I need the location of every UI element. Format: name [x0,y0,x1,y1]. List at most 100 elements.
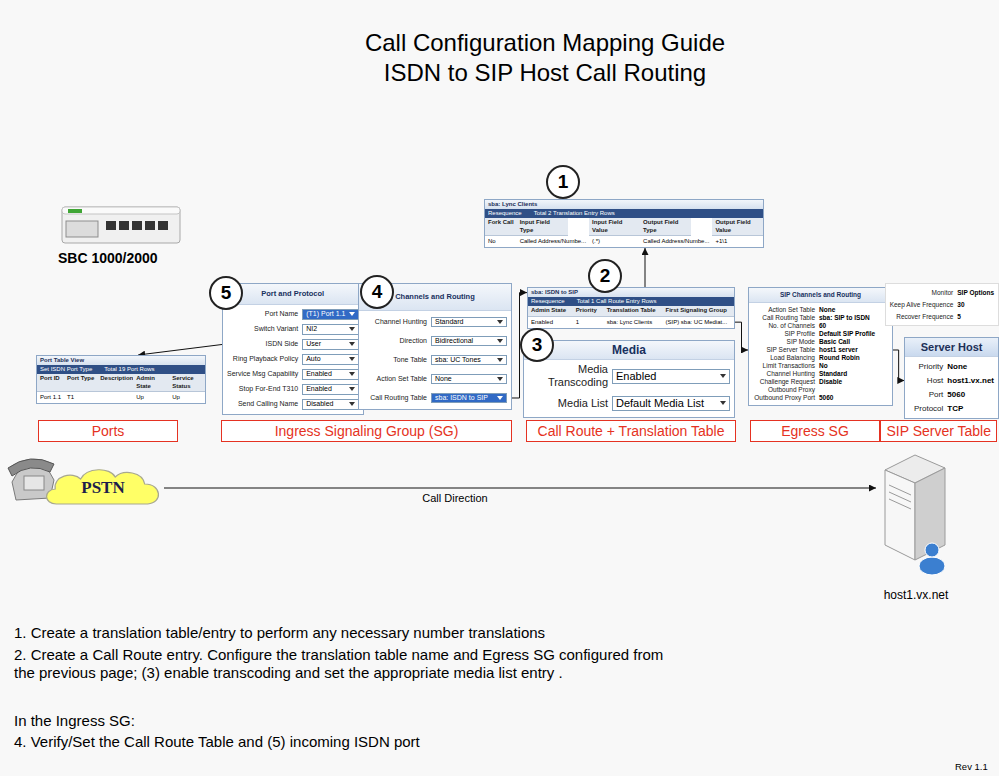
toolbar-text: Set ISDN Port Type [40,366,92,373]
device-top [62,207,180,214]
phone-icon [8,459,54,500]
callout-circle: 1 [546,165,580,199]
callout-circle: 4 [360,275,394,309]
note-text: 4. Verify/Set the Call Route Table and (… [14,733,814,751]
callout-number: 3 [522,330,552,360]
table-toolbar: Set ISDN Port Type Total 19 Port Rows [37,365,205,374]
connector [645,248,646,287]
panel-title: Server Host [905,338,998,357]
callout-number: 1 [548,167,578,197]
form-grid: Media TranscodingEnabledMedia ListDefaul… [524,360,734,417]
table-cell: (SIP) sba: UC Mediat... [662,317,734,328]
field-value: TCP [947,404,994,414]
server-slot [889,499,911,509]
device-logo [68,209,82,213]
note-text: In the Ingress SG: [14,712,614,730]
device-port [132,221,142,230]
table-cell: No [485,236,517,247]
table-grid: Fork CallInput Field TypeInput Field Val… [485,218,763,247]
note-text: 2. Create a Call Route entry. Configure … [14,646,664,682]
field-label: Challenge Request [753,378,815,386]
user-body [919,557,945,575]
callout-circle: 2 [588,259,622,293]
server-front [885,470,915,560]
field-label: Channel Hunting [753,370,815,378]
field-label: Limit Transactions [753,362,815,370]
field-label: SIP Profile [753,330,815,338]
section-label: SIP Server Table [886,421,991,441]
sbc-device [62,207,180,243]
table-cell: Called Address/Numbe... [517,236,589,247]
table-cell: (.*) [589,236,640,247]
field-value: Disable [819,378,888,386]
screen-panel: Channels and RoutingChannel HuntingStand… [358,283,512,410]
table-toolbar: ResequenceTotal 1 Call Route Entry Rows [528,297,734,306]
field-value: None [947,362,994,372]
screen-panel: Server HostPriorityNoneHosthost1.vx.netP… [904,337,999,419]
column-header: Fork Call [485,218,517,235]
field-value: No [819,362,888,370]
field-label: Protocol [909,404,943,414]
server-host: host1.vx.net [876,452,956,602]
note-text: 1. Create a translation table/entry to p… [14,624,914,642]
panel-title: Port Table View [37,356,205,365]
section-label: Egress SG [756,421,874,441]
panel-title: Media [524,341,734,360]
toolbar-text: Resequence [531,298,565,305]
field-label: Monitor [890,289,954,297]
server-icon [885,455,945,575]
field-value: 60 [819,322,888,330]
field-label: Port [909,390,943,400]
field-label: No. of Channels [753,322,815,330]
column-header: Output Field Value [712,218,763,235]
field-label: Call Routing Table [753,314,815,322]
callout-number: 2 [590,261,620,291]
field-value: Enabled [302,369,358,379]
server-side [915,468,945,560]
field-label: Recover Frequence [890,313,954,321]
field-label: Action Set Table [753,306,815,314]
field-label: Outbound Proxy Port [753,394,815,402]
field-value: Standard [819,370,888,378]
screen-panel: sba: ISDN to SIPResequenceTotal 1 Call R… [527,287,735,329]
device-port [158,221,168,230]
table-grid: Port IDPort TypeDescriptionAdmin StateSe… [37,374,205,403]
pstn-cloud: PSTN [42,466,164,510]
field-label: Direction [363,337,427,345]
column-header: Port ID [37,374,64,391]
toolbar-text: Total 19 Port Rows [104,366,154,373]
field-value: Bidirectional [431,336,507,346]
screen-panel: Port Table ViewSet ISDN Port Type Total 1… [36,355,206,404]
connector [138,344,222,355]
section-box: Ingress Signaling Group (SG) [221,420,512,442]
section-box: Call Route + Translation Table [526,420,736,442]
table-cell: T1 [64,392,97,403]
field-label: Service Msg Capability [227,370,298,378]
field-label: SIP Server Table [753,346,815,354]
table-cell: Called Address/Numbe... [640,236,712,247]
panel-title: Channels and Routing [359,284,511,311]
field-label: Send Calling Name [227,400,298,408]
column-header: Output Field Type [640,218,691,235]
field-value: sba: ISDN to SIP [431,393,507,403]
form-grid: Action Set TableNoneCall Routing Tablesb… [749,303,892,405]
panel-title: SIP Channels and Routing [749,288,892,303]
field-label: Stop For-End T310 [227,385,298,393]
table-cell: +1\1 [712,236,763,247]
table-cell: Port 1.1 [37,392,64,403]
note-text: Rev 1.1 [955,761,988,772]
screen-panel: sba: Lync ClientsResequenceTotal 2 Trans… [484,199,764,248]
field-value: (T1) Port 1.1 [302,309,358,319]
section-label: Call Route + Translation Table [532,421,730,441]
cloud-shape [42,466,164,510]
device-label: SBC 1000/2000 [58,250,158,267]
section-box: SIP Server Table [880,420,997,442]
field-label: Ring Playback Policy [227,355,298,363]
panel-title: sba: ISDN to SIP [528,288,734,297]
edge-label: Call Direction [419,492,490,504]
form-grid: Channel HuntingStandardDirectionBidirect… [359,311,511,409]
column-header: Input Field Type [517,218,568,235]
field-value: 5060 [947,390,994,400]
table-toolbar: ResequenceTotal 2 Translation Entry Rows [485,209,763,218]
host-label: host1.vx.net [884,588,949,602]
